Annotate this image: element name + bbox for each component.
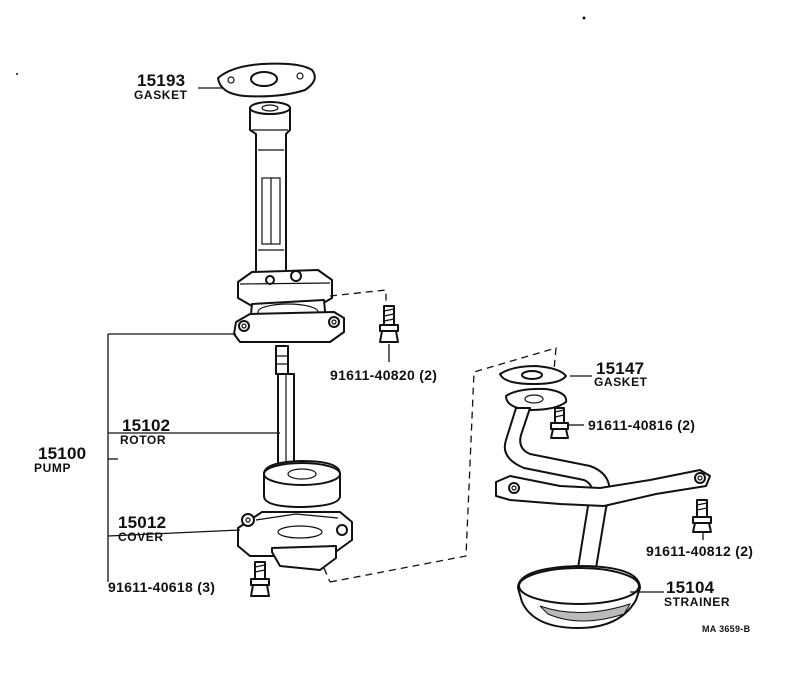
bolt-pump-mount <box>379 305 399 343</box>
pump-body <box>233 101 345 343</box>
part-number-15100: 15100 <box>38 444 86 463</box>
label-15100: 15100 PUMP <box>34 444 86 475</box>
rotor <box>263 345 341 508</box>
label-15102: 15102 ROTOR <box>120 416 170 447</box>
part-name-rotor: ROTOR <box>120 433 166 447</box>
strainer-gasket <box>499 365 567 385</box>
part-number-15193: 15193 <box>137 71 185 90</box>
part-number-15104: 15104 <box>666 578 715 597</box>
upper-gasket <box>217 62 316 98</box>
cover <box>237 511 353 571</box>
leader-lines <box>107 87 704 593</box>
part-name-gasket-strainer: GASKET <box>594 375 648 389</box>
speck <box>16 73 18 75</box>
part-name-gasket-upper: GASKET <box>134 88 188 102</box>
bolt-label-strainer-bracket: 91611-40812 (2) <box>646 543 753 559</box>
label-15104: 15104 STRAINER <box>664 578 730 609</box>
alignment-lines <box>323 289 557 583</box>
part-name-cover: COVER <box>118 530 164 544</box>
bolt-cover <box>250 561 270 597</box>
label-15012: 15012 COVER <box>118 513 166 544</box>
diagram-code: MA 3659-B <box>702 624 751 634</box>
bolt-label-cover: 91611-40618 (3) <box>108 579 215 595</box>
strainer <box>495 387 711 629</box>
bolt-strainer-flange <box>550 407 569 439</box>
bolt-label-strainer-flange: 91611-40816 (2) <box>588 417 695 433</box>
part-name-pump: PUMP <box>34 461 71 475</box>
bolt-strainer-bracket <box>692 499 712 533</box>
bolt-label-pump-mount: 91611-40820 (2) <box>330 367 437 383</box>
part-number-15102: 15102 <box>122 416 170 435</box>
speck <box>582 16 586 20</box>
label-15147: 15147 GASKET <box>594 359 648 389</box>
part-number-15012: 15012 <box>118 513 166 532</box>
part-name-strainer: STRAINER <box>664 595 730 609</box>
part-number-15147: 15147 <box>596 359 644 378</box>
label-15193: 15193 GASKET <box>134 71 188 102</box>
